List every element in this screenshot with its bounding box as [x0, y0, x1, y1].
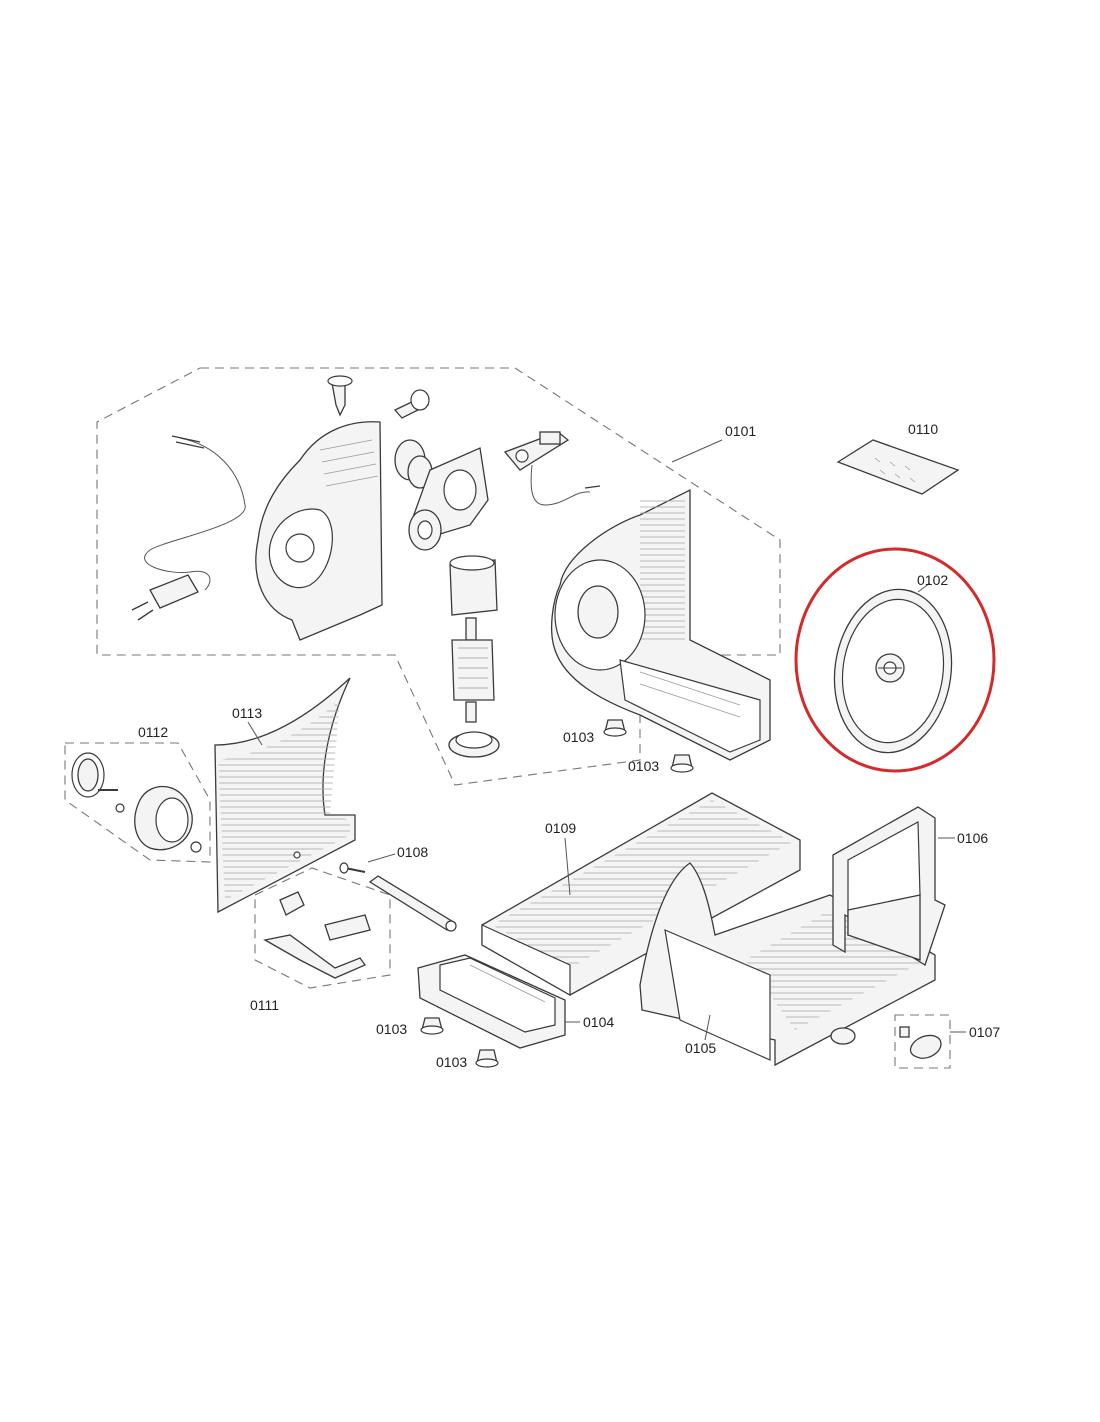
leader-0105 — [704, 1014, 711, 1041]
side-panel — [214, 677, 356, 914]
group-boundary-motor — [96, 367, 781, 786]
switch-module — [503, 431, 601, 506]
foot-0103-d — [475, 1049, 499, 1068]
leader-0101 — [671, 439, 723, 463]
knob-assembly — [71, 752, 202, 853]
leader-0109 — [564, 837, 571, 896]
part-label-0106: 0106 — [957, 830, 988, 846]
leader-0113 — [247, 721, 263, 746]
blade-carrier-housing — [550, 488, 771, 761]
lever-assembly — [263, 891, 371, 979]
clip-part — [899, 1026, 942, 1059]
foot-0103-c — [420, 1017, 444, 1035]
slicing-blade — [833, 588, 953, 754]
part-label-0109: 0109 — [545, 820, 576, 836]
part-label-0102: 0102 — [917, 572, 948, 588]
part-label-0108: 0108 — [397, 844, 428, 860]
slide-tray — [417, 954, 566, 1049]
screw-bag — [836, 439, 960, 495]
guide-rod — [339, 862, 457, 932]
gear-assembly — [394, 439, 489, 551]
group-boundary-clip — [894, 1014, 951, 1069]
group-boundary-lever — [254, 867, 391, 989]
leader-0108 — [367, 853, 396, 863]
part-label-0103-d: 0103 — [436, 1054, 467, 1070]
part-label-0103-a: 0103 — [563, 729, 594, 745]
motor — [448, 555, 500, 758]
group-boundary-knob — [64, 742, 211, 863]
part-label-0112: 0112 — [138, 724, 168, 740]
food-pusher — [832, 806, 946, 966]
part-label-0105: 0105 — [685, 1040, 716, 1056]
part-label-0103-b: 0103 — [628, 758, 659, 774]
part-label-0104: 0104 — [583, 1014, 614, 1030]
foot-0103-a — [603, 719, 627, 737]
highlight-circle — [794, 547, 996, 773]
part-label-0101: 0101 — [725, 423, 756, 439]
power-cord — [131, 435, 246, 621]
motor-housing-cover — [255, 375, 430, 641]
carriage — [481, 792, 801, 997]
leader-0102 — [917, 582, 931, 593]
part-label-0111: 0111 — [250, 997, 279, 1013]
part-label-0110: 0110 — [908, 421, 938, 437]
part-label-0113: 0113 — [232, 705, 262, 721]
part-label-0103-c: 0103 — [376, 1021, 407, 1037]
foot-0103-b — [670, 754, 694, 773]
part-label-0107: 0107 — [969, 1024, 1000, 1040]
